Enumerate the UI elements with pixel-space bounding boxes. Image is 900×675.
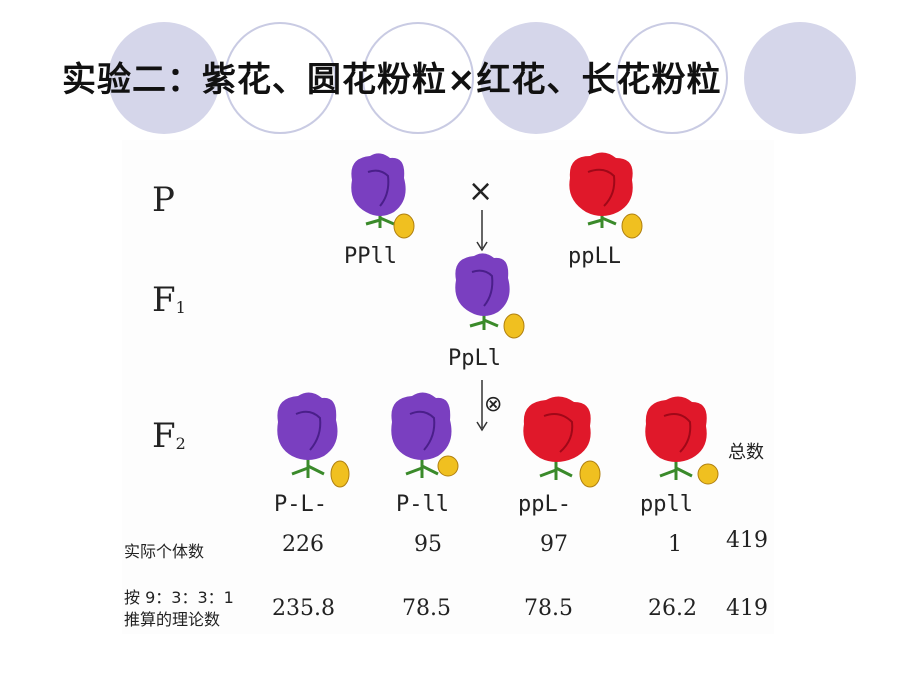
decor-circle-4 (480, 22, 592, 134)
purple-flower-icon (391, 392, 459, 478)
observed-value-3: 97 (540, 532, 568, 557)
total-header: 总数 (728, 442, 764, 463)
arrow-down-icon (476, 380, 488, 432)
self-cross-symbol: ⊗ (484, 392, 503, 417)
f2-phenotype-2: P-ll (396, 492, 449, 517)
observed-total: 419 (726, 528, 768, 553)
decor-circle-5 (616, 22, 728, 134)
expected-row-label-line1: 按 9：3：3：1 (124, 588, 234, 607)
f2-phenotype-3: ppL- (518, 492, 571, 517)
f2-phenotype-4: ppll (640, 492, 693, 517)
decor-circle-6 (744, 22, 856, 134)
red-flower-icon (569, 152, 643, 239)
observed-value-4: 1 (668, 532, 682, 557)
parent-left-genotype: PPll (344, 244, 397, 269)
expected-total: 419 (726, 596, 768, 621)
generation-p-label: P (152, 180, 175, 220)
expected-value-1: 235.8 (272, 596, 335, 621)
expected-row-label-line2: 推算的理论数 (124, 610, 221, 629)
expected-value-3: 78.5 (524, 596, 573, 621)
generation-f2-label: F2 (152, 416, 186, 456)
purple-flower-icon (351, 153, 415, 239)
cross-symbol: × (468, 174, 494, 209)
expected-value-2: 78.5 (402, 596, 451, 621)
cross-diagram-panel: P F1 F2 PPll ppLL × PpLl ⊗ (122, 140, 774, 634)
red-flower-icon (523, 396, 601, 488)
generation-f1-label: F1 (152, 280, 186, 320)
slide-title: 实验二：紫花、圆花粉粒×红花、长花粉粒 (62, 60, 722, 100)
purple-flower-icon (455, 253, 525, 339)
f1-genotype: PpLl (448, 346, 501, 371)
observed-value-1: 226 (282, 532, 324, 557)
expected-value-4: 26.2 (648, 596, 697, 621)
purple-flower-icon (277, 392, 350, 488)
observed-row-label: 实际个体数 (124, 542, 205, 561)
parent-right-genotype: ppLL (568, 244, 621, 269)
observed-value-2: 95 (414, 532, 442, 557)
arrow-down-icon (476, 210, 488, 252)
f2-phenotype-1: P-L- (274, 492, 327, 517)
decor-circle-1 (108, 22, 220, 134)
red-flower-icon (645, 396, 719, 485)
decor-circle-2 (224, 22, 336, 134)
decor-circle-3 (362, 22, 474, 134)
